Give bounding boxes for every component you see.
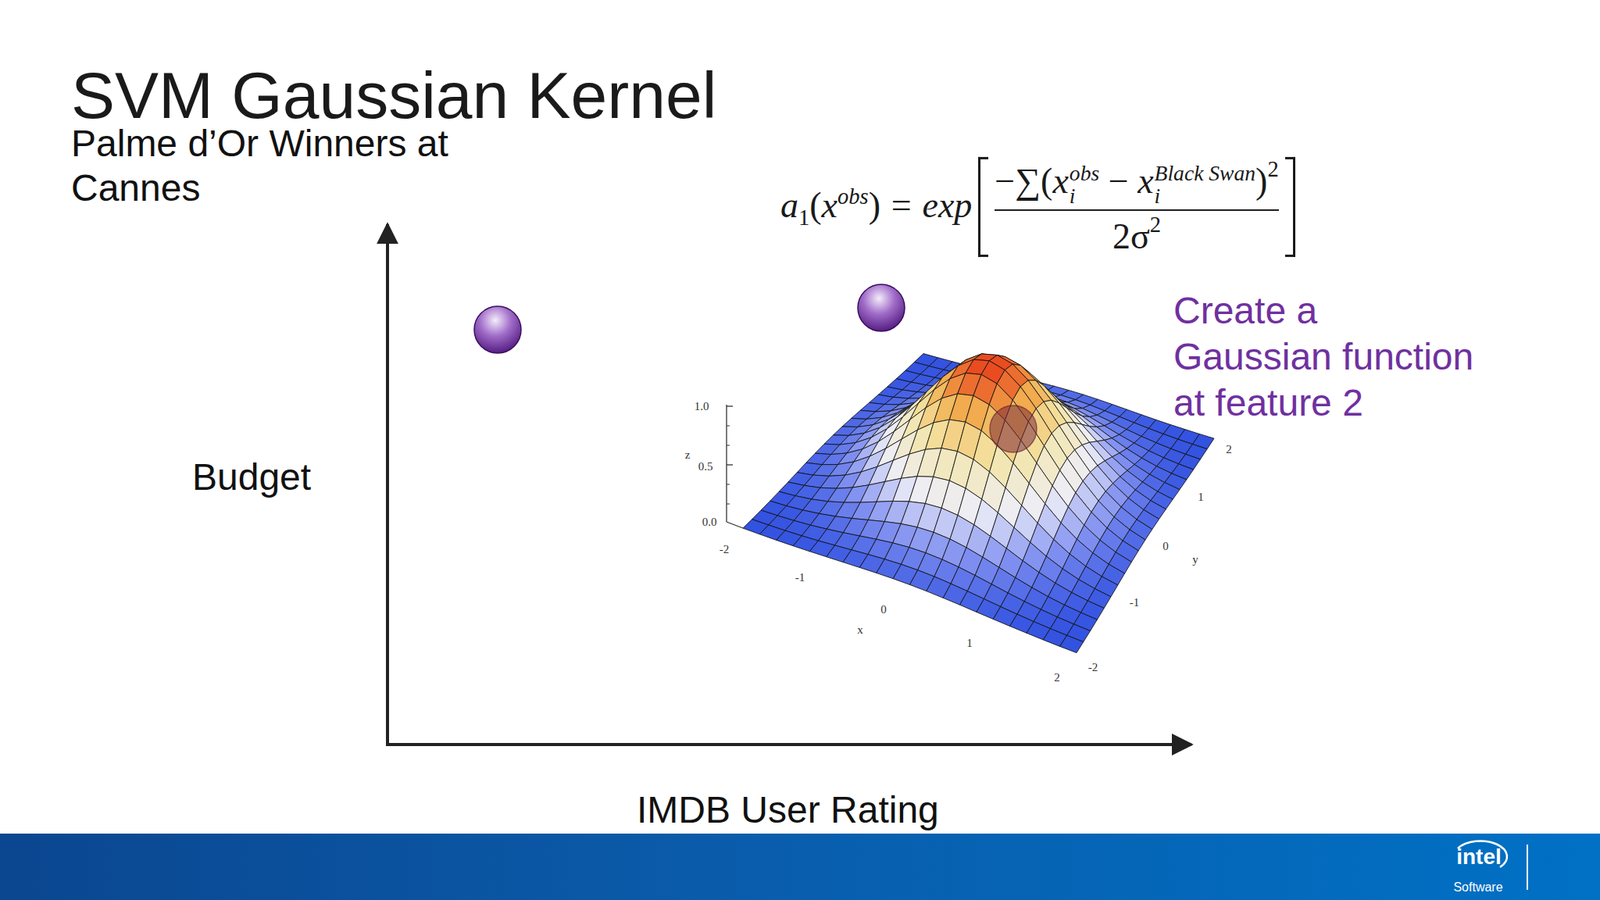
tick-mark [726, 445, 730, 447]
tick-label: 1 [966, 636, 973, 650]
tick-label: -2 [1088, 660, 1099, 675]
fraction-line [994, 209, 1279, 211]
superscript: Black Swan [1154, 162, 1257, 186]
tick-mark [726, 405, 733, 407]
y-axis [385, 224, 390, 745]
tick-label: -1 [1129, 596, 1140, 610]
math-symbol: x [1137, 160, 1154, 201]
math-symbol: x [1052, 160, 1068, 201]
subscript: 1 [798, 205, 810, 230]
tick-label: 1.0 [694, 400, 710, 414]
tick-mark [726, 484, 730, 486]
plot-z-axis [726, 404, 743, 529]
tick-label: 0 [880, 603, 887, 617]
math-function: exp [922, 185, 973, 225]
math-symbol: −∑( [994, 160, 1053, 201]
tick-label: 0 [1162, 539, 1169, 554]
data-point [857, 284, 905, 332]
tick-label: 2 [1225, 442, 1233, 457]
superscript: obs [1069, 162, 1100, 186]
math-symbol: 2σ [1112, 216, 1150, 257]
tick-label: 0.5 [698, 460, 714, 474]
tick-label: 1 [1197, 490, 1204, 504]
denominator: 2σ2 [1112, 212, 1161, 258]
tick-label: x [857, 623, 864, 637]
tick-label: z [685, 448, 691, 462]
superscript: 2 [1150, 212, 1161, 237]
tick-mark [726, 425, 730, 427]
math-symbol: a [780, 185, 799, 225]
bracket [978, 157, 989, 258]
math-symbol: = [891, 185, 912, 225]
formula-left: a1(xobs)=exp [780, 183, 972, 230]
slide-title: SVM Gaussian Kernel [71, 62, 717, 129]
index-stack: obsi [1069, 162, 1100, 208]
annotation: Create a Gaussian function at feature 2 [1173, 287, 1480, 426]
tick-mark [726, 503, 730, 505]
math-symbol: x [821, 185, 838, 225]
index-stack: Black Swani [1154, 162, 1257, 208]
logo-text: intel [1456, 844, 1502, 870]
subscript: i [1069, 185, 1100, 208]
tick-label: -2 [719, 542, 730, 557]
math-symbol: ) [1255, 160, 1268, 201]
superscript: obs [837, 183, 869, 208]
subtitle: Palme d’Or Winners at Cannes [71, 121, 465, 211]
data-point [989, 405, 1037, 453]
separator-line [1526, 844, 1529, 890]
tick-label: 2 [1053, 671, 1061, 685]
superscript: 2 [1267, 157, 1279, 182]
tick-mark [726, 464, 733, 465]
x-axis [385, 742, 1192, 747]
bracket [1285, 157, 1296, 258]
math-symbol: − [1108, 160, 1129, 201]
subscript: i [1154, 185, 1257, 208]
tick-label: y [1192, 553, 1199, 567]
footer-bar [0, 833, 1600, 900]
data-point [474, 306, 522, 354]
surface-cell [1060, 635, 1084, 653]
tick-label: -1 [795, 571, 806, 585]
axis-label: IMDB User Rating [636, 787, 940, 833]
math-symbol: ( [809, 185, 822, 225]
gaussian-surface [742, 353, 1215, 654]
kernel-formula: a1(xobs)=exp−∑(xobsi−xBlack Swani)22σ2 [780, 157, 1296, 258]
math-symbol: ) [868, 185, 881, 225]
axis-label: Budget [192, 454, 311, 500]
logo-caption: Software [1453, 880, 1503, 895]
axis-line [726, 521, 743, 529]
numerator: −∑(xobsi−xBlack Swani)2 [994, 157, 1279, 208]
tick-label: 0.0 [702, 515, 718, 529]
fraction: −∑(xobsi−xBlack Swani)22σ2 [988, 157, 1285, 258]
